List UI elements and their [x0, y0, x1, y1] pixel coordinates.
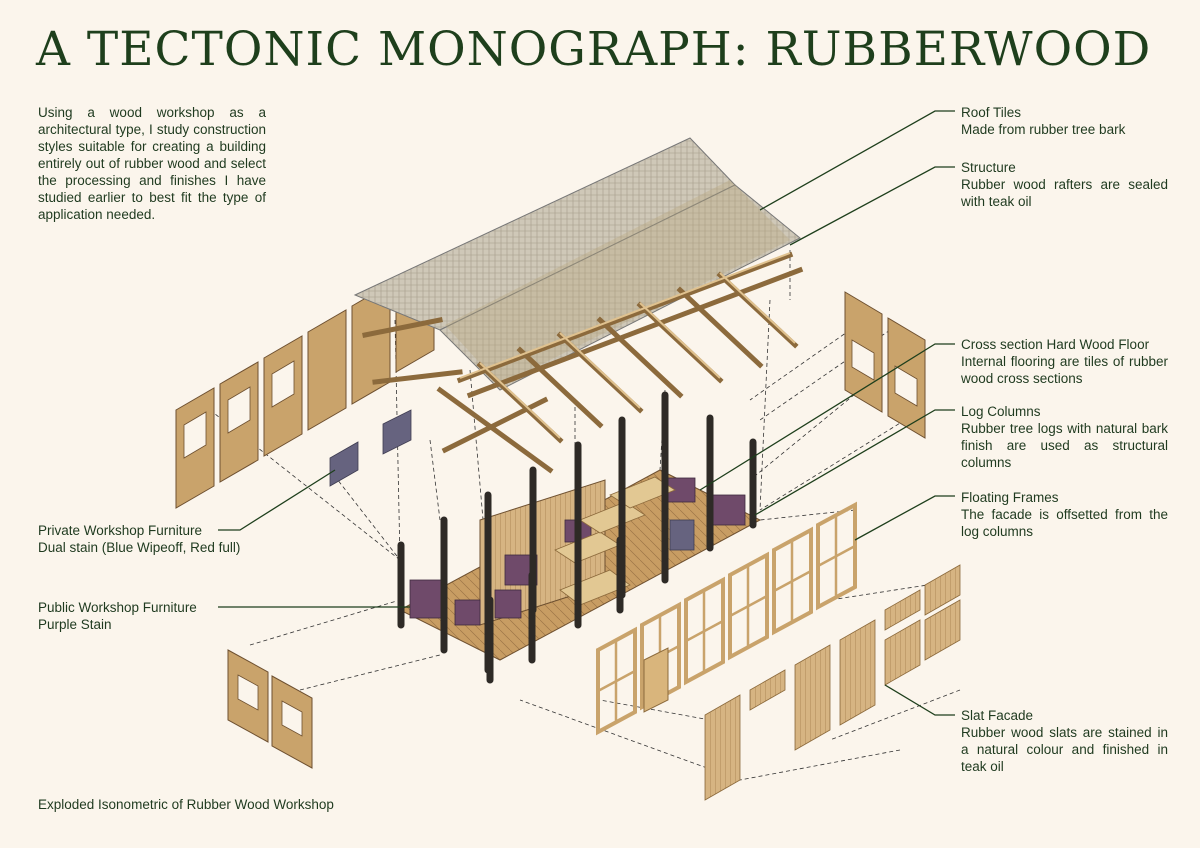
- label-slat-desc: Rubber wood slats are stained in a natur…: [961, 725, 1168, 774]
- label-frames-title: Floating Frames: [961, 490, 1059, 505]
- label-roof-tiles: Roof Tiles Made from rubber tree bark: [961, 104, 1168, 138]
- left-wall-openings: [183, 360, 295, 459]
- label-columns-desc: Rubber tree logs with natural bark finis…: [961, 421, 1168, 470]
- slat-facade: [704, 564, 961, 801]
- label-structure-desc: Rubber wood rafters are sealed with teak…: [961, 177, 1168, 209]
- floating-frames: [596, 501, 857, 736]
- label-private-furniture-title: Private Workshop Furniture: [38, 523, 203, 538]
- label-floor: Cross section Hard Wood Floor Internal f…: [961, 336, 1168, 387]
- label-private-furniture: Private Workshop Furniture Dual stain (B…: [38, 522, 268, 556]
- label-columns-title: Log Columns: [961, 404, 1041, 419]
- label-frames-desc: The facade is offsetted from the log col…: [961, 507, 1168, 539]
- label-public-furniture: Public Workshop Furniture Purple Stain: [38, 599, 238, 633]
- label-columns: Log Columns Rubber tree logs with natura…: [961, 403, 1168, 471]
- bottom-left-panels: [227, 649, 313, 769]
- label-roof-tiles-title: Roof Tiles: [961, 105, 1022, 120]
- intro-paragraph: Using a wood workshop as a architectural…: [38, 105, 266, 222]
- figure-caption: Exploded Isonometric of Rubber Wood Work…: [38, 797, 334, 812]
- log-columns: [397, 391, 757, 684]
- label-slat-title: Slat Facade: [961, 708, 1034, 723]
- label-roof-tiles-desc: Made from rubber tree bark: [961, 122, 1126, 137]
- label-public-furniture-title: Public Workshop Furniture: [38, 600, 197, 615]
- label-public-furniture-desc: Purple Stain: [38, 617, 112, 632]
- label-slat: Slat Facade Rubber wood slats are staine…: [961, 707, 1168, 775]
- label-frames: Floating Frames The facade is offsetted …: [961, 489, 1168, 540]
- label-private-furniture-desc: Dual stain (Blue Wipeoff, Red full): [38, 540, 241, 555]
- label-floor-desc: Internal flooring are tiles of rubber wo…: [961, 354, 1168, 386]
- page-title: A TECTONIC MONOGRAPH: RUBBERWOOD: [36, 22, 1152, 77]
- label-floor-title: Cross section Hard Wood Floor: [961, 337, 1150, 352]
- frame-door: [643, 647, 669, 713]
- leader-lines: [218, 110, 955, 716]
- label-structure: Structure Rubber wood rafters are sealed…: [961, 159, 1168, 210]
- label-structure-title: Structure: [961, 160, 1016, 175]
- private-furniture: [329, 409, 695, 551]
